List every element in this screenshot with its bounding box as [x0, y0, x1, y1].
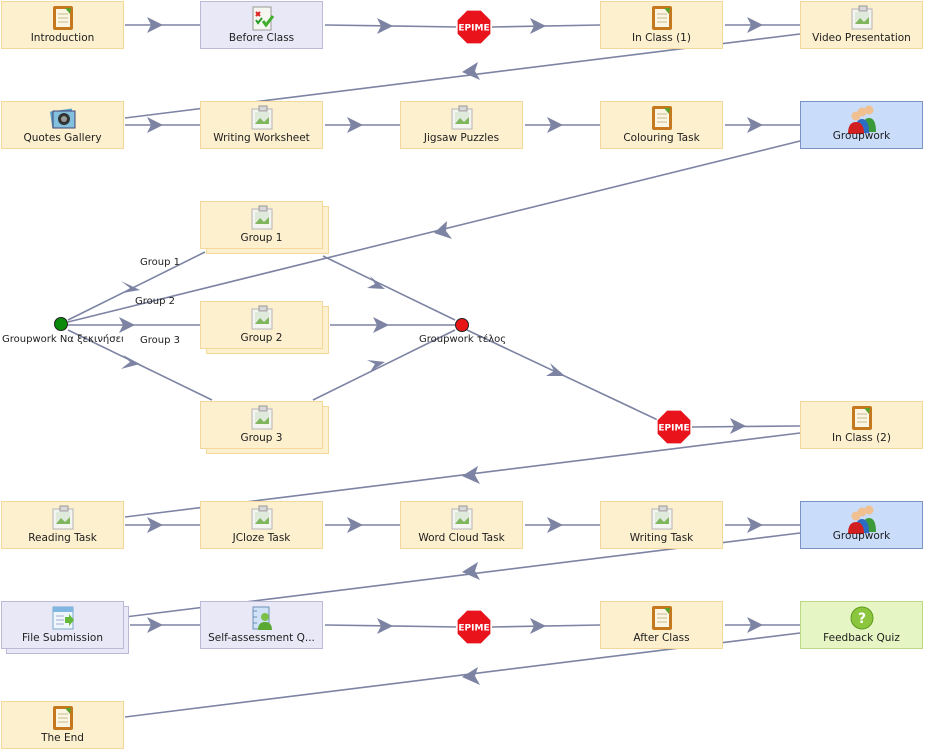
- branch-label-group-2: Group 2: [135, 296, 175, 307]
- branch-label-group-3: Group 3: [140, 335, 180, 346]
- branch-start-gate[interactable]: [54, 317, 68, 331]
- activity-label: In Class (2): [832, 432, 891, 444]
- stop-gate[interactable]: ΠΕΡΙΜΕΝ: [656, 409, 692, 445]
- gallery-icon: [50, 108, 76, 129]
- activity-label: Colouring Task: [623, 132, 700, 144]
- notebook-icon: [652, 6, 672, 30]
- activity-group-2[interactable]: Group 2: [200, 301, 323, 349]
- branch-end-label: Groupwork τέλος: [419, 334, 507, 345]
- image-icon: [251, 305, 273, 330]
- activity-reading-task[interactable]: Reading Task: [1, 501, 124, 549]
- activity-label: Reading Task: [28, 532, 97, 544]
- activity-group-1[interactable]: Group 1: [200, 201, 323, 249]
- activity-feedback-quiz[interactable]: ? Feedback Quiz: [800, 601, 923, 649]
- image-icon: [52, 505, 74, 530]
- upload-icon: [52, 606, 74, 630]
- stop-gate[interactable]: ΠΕΡΙΜΕΝ: [456, 609, 492, 645]
- activity-the-end[interactable]: The End: [1, 701, 124, 749]
- stop-gate[interactable]: ΠΕΡΙΜΕΝ: [456, 9, 492, 45]
- activity-jigsaw-puzzles[interactable]: Jigsaw Puzzles: [400, 101, 523, 149]
- activity-label: Feedback Quiz: [823, 632, 900, 644]
- image-icon: [251, 105, 273, 130]
- grouping-groupwork-2[interactable]: Groupwork: [800, 501, 923, 549]
- activity-label: Group 1: [240, 232, 283, 244]
- activity-introduction[interactable]: Introduction: [1, 1, 124, 49]
- activity-word-cloud-task[interactable]: Word Cloud Task: [400, 501, 523, 549]
- activity-group-3[interactable]: Group 3: [200, 401, 323, 449]
- image-icon: [451, 505, 473, 530]
- activity-video-presentation[interactable]: Video Presentation: [800, 1, 923, 49]
- question-icon: ?: [850, 606, 874, 630]
- profile-icon: [252, 606, 272, 630]
- activity-label: The End: [41, 732, 84, 744]
- activity-label: Word Cloud Task: [418, 532, 505, 544]
- activity-label: Jigsaw Puzzles: [423, 132, 500, 144]
- image-icon: [251, 405, 273, 430]
- activity-jcloze-task[interactable]: JCloze Task: [200, 501, 323, 549]
- activity-label: Before Class: [228, 32, 295, 44]
- image-icon: [251, 205, 273, 230]
- image-icon: [651, 505, 673, 530]
- stop-gate-label: ΠΕΡΙΜΕΝ: [656, 424, 692, 434]
- activity-before-class[interactable]: Before Class: [200, 1, 323, 49]
- svg-text:?: ?: [858, 611, 866, 627]
- activity-label: Video Presentation: [812, 32, 911, 44]
- activity-label: Quotes Gallery: [23, 132, 102, 144]
- branch-start-label: Groupwork Να ξεκινήσει: [2, 334, 123, 345]
- activity-label: Group 3: [240, 432, 283, 444]
- activity-self-assessment[interactable]: Self-assessment Q...: [200, 601, 323, 649]
- branch-end-gate[interactable]: [455, 318, 469, 332]
- grouping-groupwork-1[interactable]: Groupwork: [800, 101, 923, 149]
- activity-writing-worksheet[interactable]: Writing Worksheet: [200, 101, 323, 149]
- activity-label: Self-assessment Q...: [208, 632, 315, 644]
- notebook-icon: [652, 106, 672, 130]
- branch-label-group-1: Group 1: [140, 257, 180, 268]
- activity-after-class[interactable]: After Class: [600, 601, 723, 649]
- activity-label: Groupwork: [832, 530, 891, 542]
- stop-gate-label: ΠΕΡΙΜΕΝ: [456, 24, 492, 34]
- people-icon: [848, 105, 876, 134]
- activity-label: After Class: [633, 632, 690, 644]
- activity-label: JCloze Task: [232, 532, 291, 544]
- image-icon: [451, 105, 473, 130]
- checklist-icon: [252, 6, 275, 31]
- activity-label: Groupwork: [832, 130, 891, 142]
- activity-file-submission[interactable]: File Submission: [1, 601, 124, 649]
- activity-quotes-gallery[interactable]: Quotes Gallery: [1, 101, 124, 149]
- activity-label: File Submission: [22, 632, 103, 644]
- people-icon: [848, 505, 876, 534]
- activity-label: Writing Task: [629, 532, 694, 544]
- notebook-icon: [53, 706, 73, 730]
- image-icon: [251, 505, 273, 530]
- stop-gate-label: ΠΕΡΙΜΕΝ: [456, 624, 492, 634]
- notebook-icon: [652, 606, 672, 630]
- activity-label: In Class (1): [632, 32, 691, 44]
- activity-in-class-1[interactable]: In Class (1): [600, 1, 723, 49]
- activity-writing-task[interactable]: Writing Task: [600, 501, 723, 549]
- notebook-icon: [53, 6, 73, 30]
- notebook-icon: [852, 406, 872, 430]
- image-icon: [851, 5, 873, 30]
- activity-label: Writing Worksheet: [213, 132, 310, 144]
- activity-in-class-2[interactable]: In Class (2): [800, 401, 923, 449]
- activity-label: Introduction: [30, 32, 95, 44]
- activity-label: Group 2: [240, 332, 283, 344]
- activity-colouring-task[interactable]: Colouring Task: [600, 101, 723, 149]
